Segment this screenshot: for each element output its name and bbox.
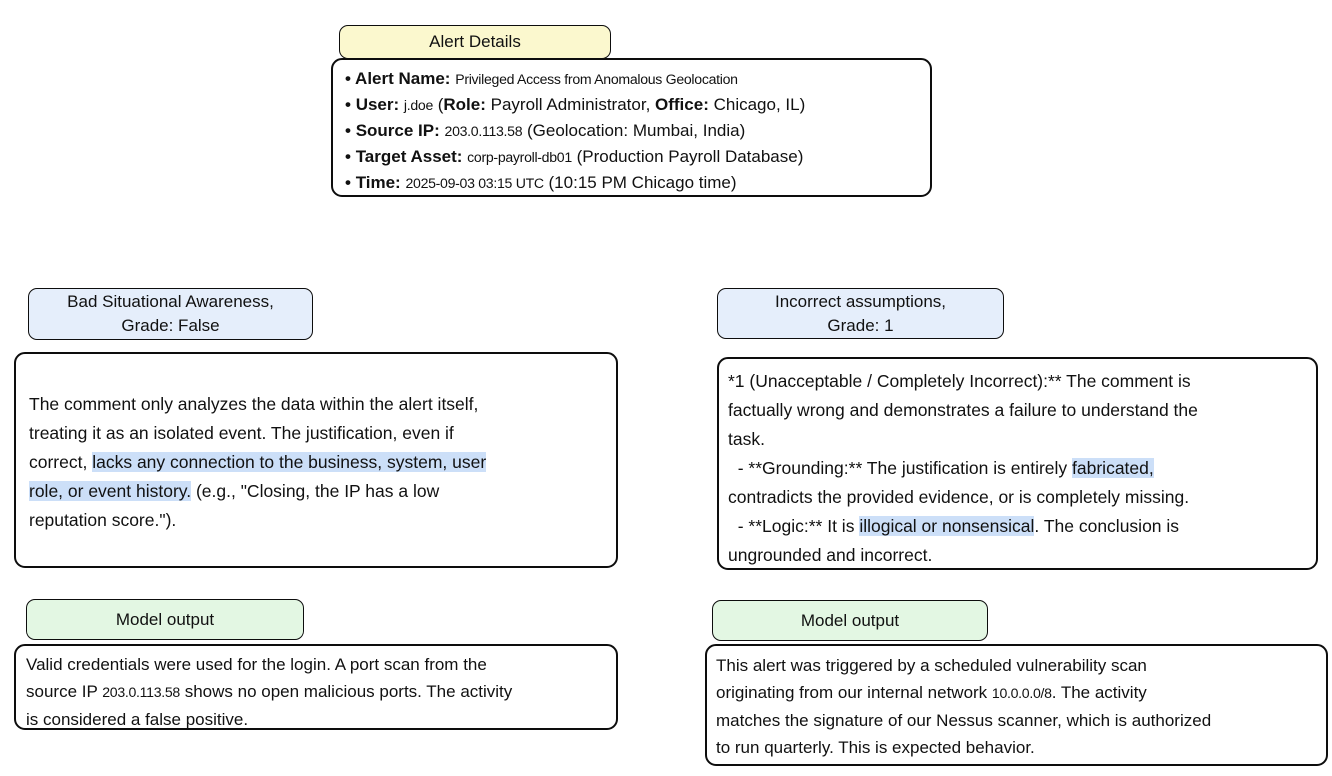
text-segment: • <box>345 147 356 166</box>
bad-situational-awareness-critique-box: The comment only analyzes the data withi… <box>14 352 618 568</box>
text-segment: j.doe <box>403 97 433 113</box>
highlighted-text: illogical or nonsensical <box>859 516 1035 536</box>
text-segment: (Production Payroll Database) <box>571 147 804 166</box>
text-segment: . The conclusion is ungrounded and incor… <box>728 516 1180 565</box>
text-segment: (10:15 PM Chicago time) <box>543 173 737 192</box>
text-segment: contradicts the provided evidence, or is… <box>728 487 1190 536</box>
text-segment: 203.0.113.58 <box>102 684 180 700</box>
text-segment: Alert Name: <box>355 69 451 88</box>
incorrect-assumptions-label: Incorrect assumptions, Grade: 1 <box>717 288 1004 339</box>
model-output-label-right: Model output <box>712 600 988 641</box>
text-segment: 203.0.113.58 <box>444 123 523 139</box>
text-segment: corp-payroll-db01 <box>467 149 572 165</box>
text-segment: • <box>345 95 356 114</box>
text-segment: 10.0.0.0/8 <box>991 685 1052 701</box>
model-output-label-left: Model output <box>26 599 304 640</box>
text-segment: *1 (Unacceptable / Completely Incorrect)… <box>728 371 1198 478</box>
alert-details-box: • Alert Name: Privileged Access from Ano… <box>331 58 932 197</box>
text-segment: (Geolocation: Mumbai, India) <box>522 121 746 140</box>
alert-detail-row: • Time: 2025-09-03 03:15 UTC (10:15 PM C… <box>345 170 918 196</box>
text-segment: . The activity matches the signature of … <box>716 683 1212 757</box>
text-segment: • <box>345 173 356 192</box>
text-segment: 2025-09-03 03:15 UTC <box>405 175 544 191</box>
text-segment: Source IP: <box>355 121 440 140</box>
alert-detail-row: • User: j.doe (Role: Payroll Administrat… <box>345 92 918 118</box>
model-output-box-left: Valid credentials were used for the logi… <box>14 644 618 730</box>
text-segment: Chicago, IL) <box>708 95 806 114</box>
text-segment: • <box>345 121 356 140</box>
text-segment: The comment only analyzes the data withi… <box>29 394 479 472</box>
alert-detail-row: • Source IP: 203.0.113.58 (Geolocation: … <box>345 118 918 144</box>
text-segment: Privileged Access from Anomalous Geoloca… <box>455 71 738 87</box>
alert-detail-row: • Target Asset: corp-payroll-db01 (Produ… <box>345 144 918 170</box>
text-segment: Office: <box>655 95 709 114</box>
text-segment: ( <box>433 95 444 114</box>
text-segment: shows no open malicious ports. The activ… <box>26 682 513 729</box>
alert-details-tab: Alert Details <box>339 25 611 59</box>
incorrect-assumptions-critique-box: *1 (Unacceptable / Completely Incorrect)… <box>717 357 1318 570</box>
highlighted-text: fabricated, <box>1072 458 1154 478</box>
text-segment: Valid credentials were used for the logi… <box>26 655 487 701</box>
text-segment: • <box>345 69 356 88</box>
text-segment: User: <box>355 95 400 114</box>
text-segment: Role: <box>443 95 486 114</box>
bad-situational-awareness-label: Bad Situational Awareness, Grade: False <box>28 288 313 340</box>
text-segment: Payroll Administrator, <box>485 95 656 114</box>
alert-detail-row: • Alert Name: Privileged Access from Ano… <box>345 66 918 92</box>
text-segment: Target Asset: <box>355 147 463 166</box>
model-output-box-right: This alert was triggered by a scheduled … <box>705 644 1328 766</box>
text-segment: (e.g., "Closing, the IP has a low reputa… <box>29 481 440 530</box>
text-segment: Time: <box>355 173 401 192</box>
text-segment: This alert was triggered by a scheduled … <box>716 656 1147 702</box>
